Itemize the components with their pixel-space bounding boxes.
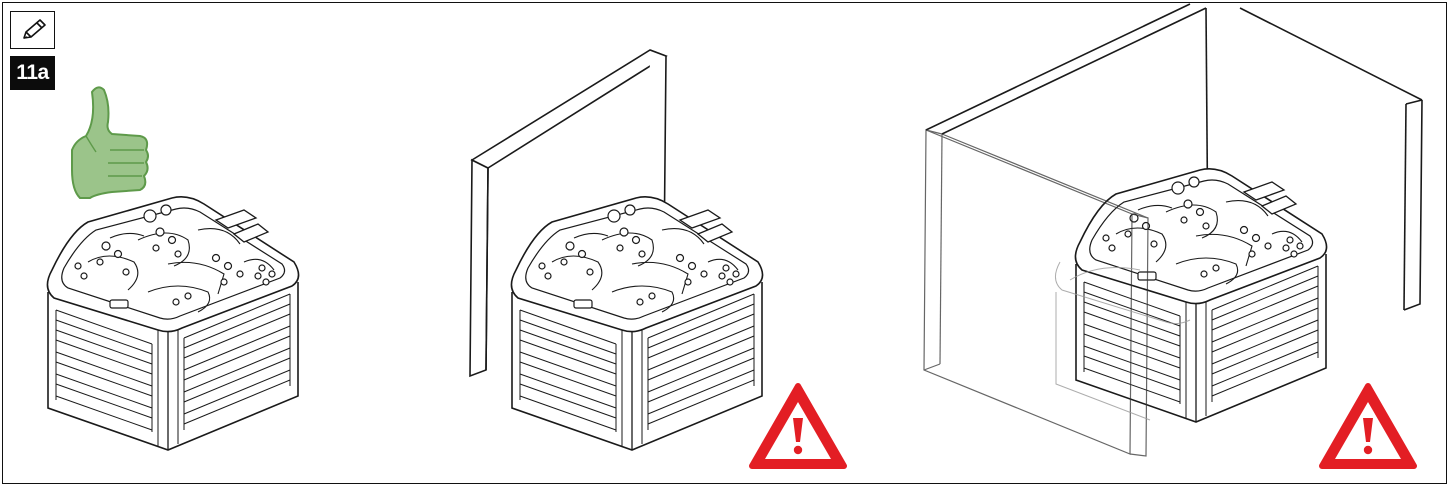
scene-wall-warning [469, 49, 844, 466]
hot-tub-drawing [46, 196, 300, 451]
scene-enclosure-warning [923, 3, 1423, 466]
enclosure-walls [925, 3, 1423, 311]
pencil-icon-box [10, 11, 55, 49]
warning-triangle-icon [752, 386, 844, 466]
step-number-label: 11a [10, 56, 55, 90]
hot-tub-drawing [510, 196, 764, 451]
ghost-tub-outline [1055, 261, 1191, 421]
warning-triangle-icon [1322, 386, 1414, 466]
pencil-icon [22, 19, 46, 39]
glass-wall [923, 129, 1149, 457]
scene-correct-placement [46, 86, 300, 451]
thumbs-up-icon [71, 86, 149, 199]
